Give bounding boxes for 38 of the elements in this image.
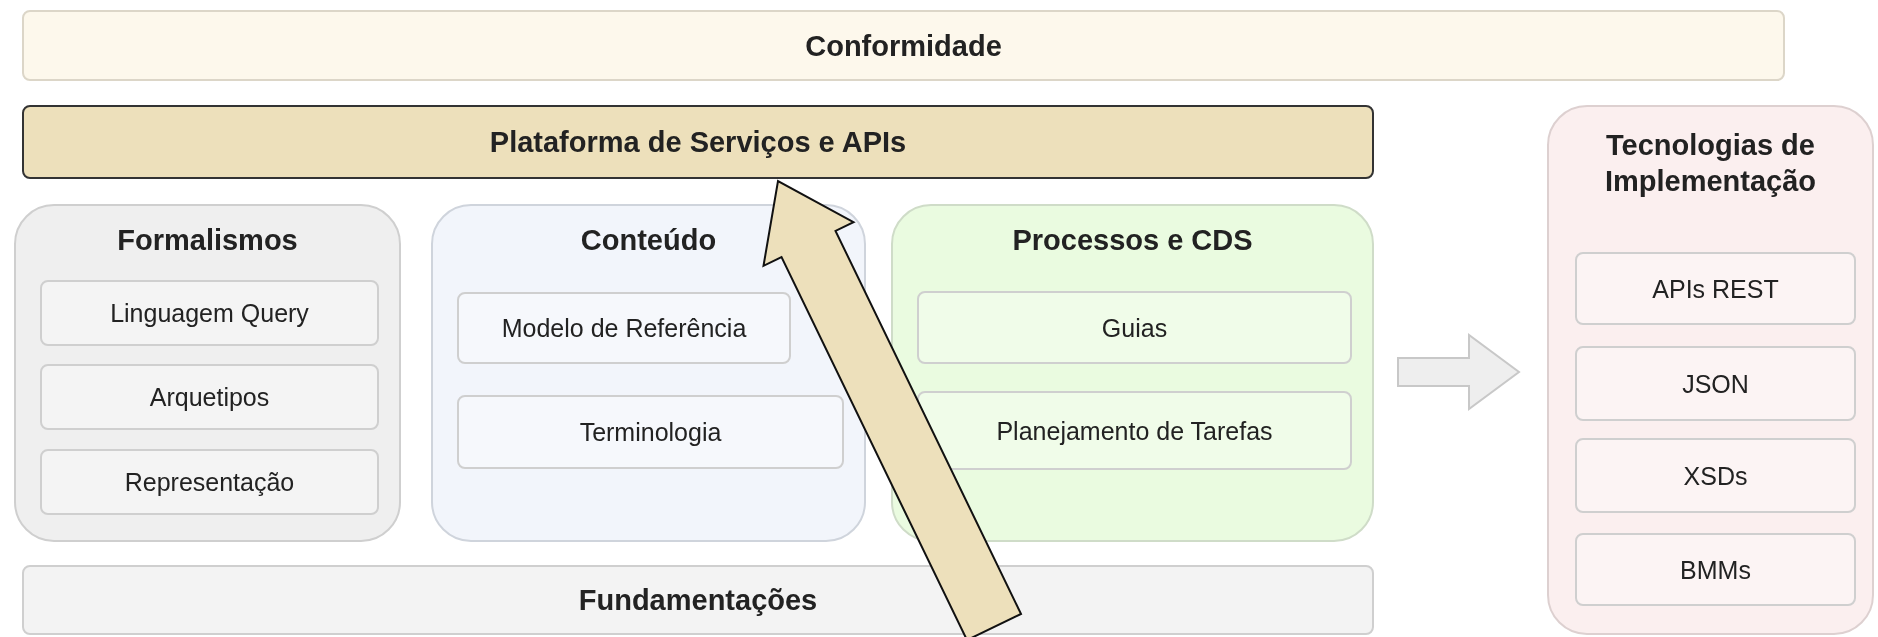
component-label: Arquetipos: [148, 382, 271, 412]
component-box: [40, 449, 379, 515]
component-label: Planejamento de Tarefas: [995, 415, 1274, 446]
component-box: [457, 292, 791, 364]
component-box: [1575, 252, 1856, 325]
component-box: [1575, 346, 1856, 421]
group-title: Conteúdo: [579, 223, 718, 258]
component-label: Terminologia: [578, 417, 723, 447]
component-label: Linguagem Query: [109, 298, 310, 328]
component-box: [40, 364, 379, 430]
layer-title: Conformidade: [804, 28, 1003, 63]
component-label: Modelo de Referência: [500, 313, 748, 343]
group-title: Processos e CDS: [1011, 223, 1254, 258]
component-label: XSDs: [1682, 460, 1749, 491]
component-box: [40, 280, 379, 346]
component-box: [917, 391, 1352, 470]
component-label: JSON: [1681, 368, 1750, 399]
group-panel: [891, 204, 1374, 542]
layer-band: [22, 10, 1785, 81]
component-label: BMMs: [1679, 554, 1752, 585]
group-panel: [14, 204, 401, 542]
component-box: [457, 395, 844, 469]
layer-band: [22, 565, 1374, 635]
group-title: Tecnologias de Implementação: [1603, 128, 1818, 200]
component-box: [917, 291, 1352, 364]
component-label: APIs REST: [1651, 273, 1780, 304]
layer-title: Plataforma de Serviços e APIs: [488, 124, 908, 160]
block-arrow: [1397, 333, 1521, 411]
group-title: Formalismos: [116, 223, 299, 258]
component-box: [1575, 533, 1856, 606]
layer-title: Fundamentações: [577, 582, 819, 618]
group-panel: [431, 204, 866, 542]
group-panel: [1547, 105, 1874, 635]
layer-band: [22, 105, 1374, 179]
block-arrow: [762, 179, 1023, 637]
component-label: Representação: [123, 467, 296, 497]
component-box: [1575, 438, 1856, 513]
component-label: Guias: [1100, 312, 1169, 343]
